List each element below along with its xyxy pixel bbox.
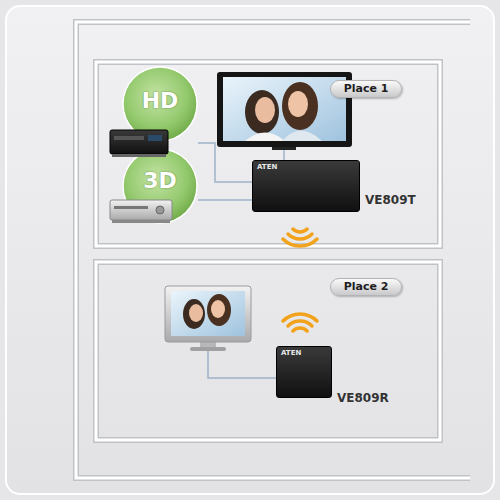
model-name: VE809T (365, 193, 416, 207)
shirt (245, 133, 285, 142)
hdmi-wire (283, 150, 285, 160)
tv-stand (190, 347, 226, 351)
signal-arc (283, 239, 317, 246)
tv-screen (223, 77, 346, 141)
wireless-signal (283, 314, 317, 331)
brand-logo: ATEN (281, 349, 301, 357)
av-cable (198, 199, 252, 201)
face (189, 304, 203, 322)
format-circle: 3D (122, 148, 198, 224)
walls (76, 22, 470, 478)
panel (6, 6, 494, 494)
room-wall (96, 62, 440, 246)
signal-arc (293, 328, 307, 331)
lcd-tv (165, 286, 276, 378)
format-circle: HD (122, 66, 198, 142)
outer-wall (76, 22, 470, 478)
signal-arc (293, 229, 307, 232)
face (288, 91, 308, 117)
tv-screen (171, 291, 245, 336)
place-name: Place 1 (331, 82, 401, 96)
signal-arc (288, 234, 312, 239)
hair (282, 82, 318, 130)
green-disc (123, 67, 197, 141)
room-wall (96, 262, 440, 440)
place-label: Place 2 (330, 278, 402, 296)
place-name: Place 2 (331, 280, 401, 294)
hair (183, 299, 205, 329)
signal-arc (288, 321, 312, 326)
tv-frame (165, 286, 251, 342)
format-label: HD (122, 88, 198, 113)
brand-logo: ATEN (257, 163, 277, 171)
outer-wall (76, 22, 470, 478)
face (255, 97, 275, 123)
disc-tray (114, 136, 144, 140)
signal-arc (283, 314, 317, 321)
model-name: VE809R (337, 391, 389, 405)
green-disc (123, 149, 197, 223)
format-label: 3D (122, 168, 198, 193)
place-label: Place 1 (330, 80, 402, 98)
wireless-signal (283, 229, 317, 246)
hair (245, 90, 279, 134)
shirt (282, 131, 322, 142)
room-wall (96, 62, 440, 246)
face (211, 300, 225, 318)
hdmi-wire (208, 350, 276, 378)
room-wall (96, 262, 440, 440)
av-cable (198, 143, 252, 182)
hair (207, 294, 231, 326)
